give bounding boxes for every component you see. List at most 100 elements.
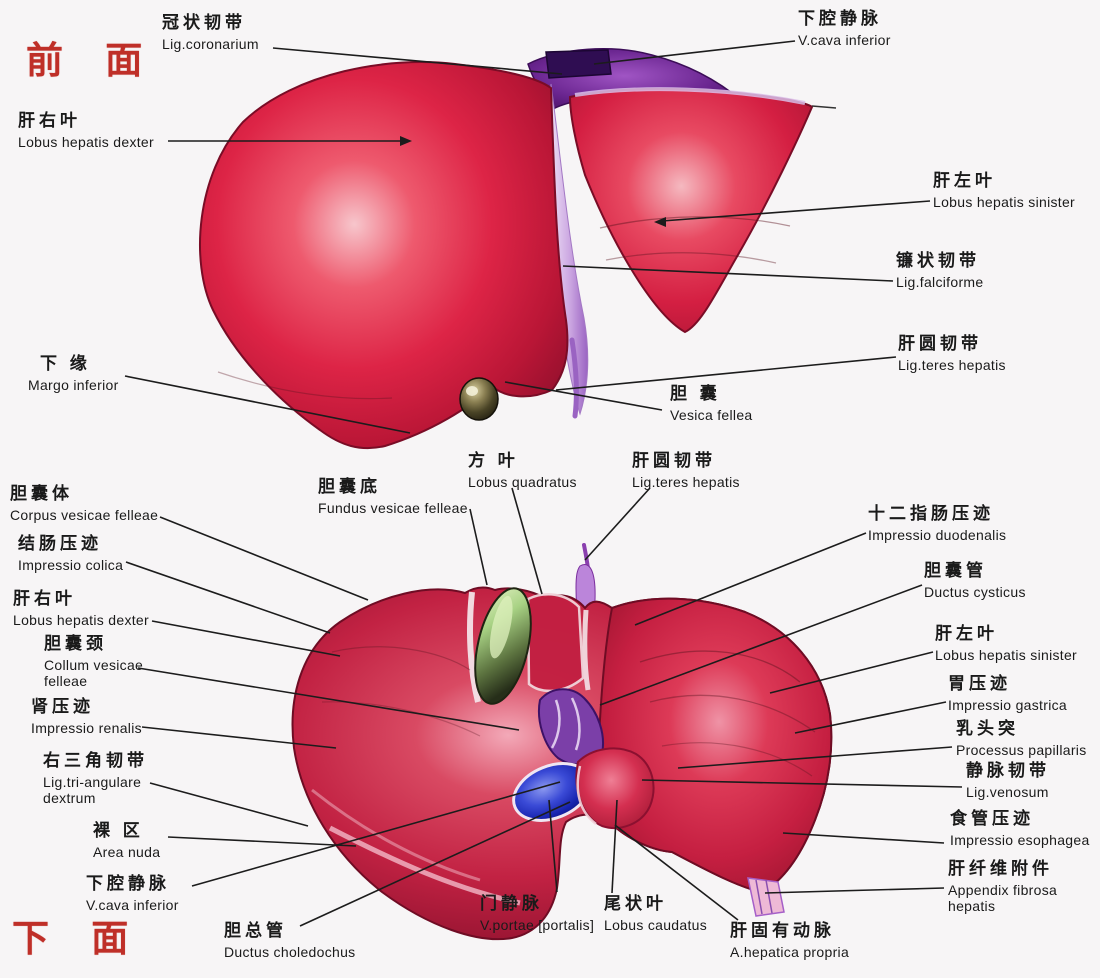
label-la: Lig.coronarium	[162, 35, 259, 52]
label-la: Impressio duodenalis	[868, 526, 1007, 543]
gallbladder-highlight	[466, 386, 478, 396]
label-la: Lobus hepatis dexter	[18, 133, 154, 150]
leader-lig-coronarium	[272, 47, 563, 75]
leader-v-cava-inferior-view	[191, 781, 561, 887]
label-lobus-quadratus: 方 叶 Lobus quadratus	[468, 451, 577, 490]
leader-v-cava-anterior	[593, 40, 796, 65]
label-corpus-vesicae: 胆囊体 Corpus vesicae felleae	[10, 484, 158, 523]
label-impressio-gastrica: 胃压迹 Impressio gastrica	[948, 674, 1067, 713]
sketch-line	[599, 216, 791, 229]
anterior-left-lobe-shape	[568, 87, 814, 334]
margin-streak	[311, 788, 481, 882]
label-zh: 肝右叶	[18, 111, 81, 130]
label-zh: 下腔静脉	[798, 9, 882, 28]
label-la: Area nuda	[93, 843, 161, 860]
label-zh: 肾压迹	[31, 697, 94, 716]
label-la: Lig.tri-angulare dextrum	[43, 773, 142, 806]
label-la: Impressio esophagea	[950, 831, 1090, 848]
leader-collum-vesicae	[137, 667, 520, 731]
label-processus-papillaris: 乳头突 Processus papillaris	[956, 719, 1087, 758]
label-la: Impressio renalis	[31, 719, 142, 736]
label-la: Lobus quadratus	[468, 473, 577, 490]
label-la: Lobus hepatis sinister	[935, 646, 1078, 663]
label-zh: 肝固有动脉	[730, 921, 835, 940]
label-zh: 肝圆韧带	[898, 334, 982, 353]
left-lobe-tip-whisker	[811, 105, 837, 109]
leader-lig-venosum	[641, 779, 963, 788]
leader-area-nuda	[167, 836, 357, 847]
label-fundus-vesicae: 胆囊底 Fundus vesicae felleae	[318, 477, 468, 516]
label-zh: 肝纤维附件	[948, 859, 1053, 878]
sketch-line	[331, 646, 471, 671]
label-la: Lobus hepatis sinister	[933, 193, 1076, 210]
label-lig-triangulare: 右三角韧带 Lig.tri-angulare dextrum	[43, 751, 148, 806]
label-zh: 尾状叶	[604, 894, 667, 913]
leader-v-portae	[548, 799, 558, 893]
label-impressio-duodenalis: 十二指肠压迹 Impressio duodenalis	[868, 504, 1006, 543]
label-zh: 肝左叶	[933, 171, 996, 190]
anterior-right-lobe-shape	[199, 61, 569, 450]
leader-corpus-vesicae	[159, 516, 369, 601]
leader-lig-triangulare	[149, 782, 309, 827]
caudate-rim	[576, 765, 597, 825]
label-zh: 胆囊体	[10, 484, 73, 503]
label-la: Lig.venosum	[966, 783, 1049, 800]
label-zh: 右三角韧带	[43, 751, 148, 770]
leader-lobus-caudatus	[611, 799, 618, 894]
leader-margo-inferior	[124, 375, 411, 434]
leader-ductus-cysticus	[599, 584, 923, 706]
label-lig-teres-inferior: 肝圆韧带 Lig.teres hepatis	[632, 451, 740, 490]
leader-lig-falciforme	[562, 265, 894, 282]
label-v-portae: 门静脉 V.portae [portalis]	[480, 894, 594, 933]
label-zh: 胆囊颈	[44, 634, 107, 653]
inferior-left-lobe-shape	[596, 597, 833, 894]
label-zh: 胃压迹	[948, 674, 1011, 693]
label-lig-coronarium-anterior: 冠状韧带 Lig.coronarium	[162, 13, 259, 52]
ligamentum-teres-strand-top	[569, 337, 579, 419]
label-la: V.cava inferior	[86, 896, 179, 913]
sketch-line	[649, 694, 816, 733]
label-zh: 胆囊管	[924, 561, 987, 580]
label-la: Lobus caudatus	[604, 916, 708, 933]
leader-fundus-vesicae	[469, 508, 488, 586]
leader-lig-teres-inferior	[584, 487, 651, 561]
label-zh: 胆囊底	[318, 477, 381, 496]
label-v-cava-anterior: 下腔静脉 V.cava inferior	[798, 9, 891, 48]
leader-lobus-dexter-inferior	[151, 620, 341, 657]
label-la: Lig.falciforme	[896, 273, 984, 290]
leader-lig-teres-anterior	[555, 356, 897, 391]
label-zh: 裸 区	[93, 821, 144, 840]
label-la: Lig.teres hepatis	[632, 473, 740, 490]
sketch-line	[217, 371, 393, 400]
label-lobus-dexter-inferior: 肝右叶 Lobus hepatis dexter	[13, 589, 149, 628]
leader-impressio-duodenalis	[634, 532, 867, 626]
label-zh: 肝左叶	[935, 624, 998, 643]
label-lig-falciforme: 镰状韧带 Lig.falciforme	[896, 251, 983, 290]
gallbladder-inferior-highlight	[489, 595, 513, 659]
label-la: Impressio gastrica	[948, 696, 1067, 713]
label-zh: 下 缘	[40, 354, 91, 373]
leader-processus-papillaris	[677, 746, 953, 769]
label-appendix-fibrosa: 肝纤维附件 Appendix fibrosa hepatis	[948, 859, 1057, 914]
label-zh: 静脉韧带	[966, 761, 1050, 780]
label-zh: 胆 囊	[670, 384, 721, 403]
label-zh: 结肠压迹	[18, 534, 102, 553]
leader-ductus-choledochus	[299, 801, 571, 927]
label-ductus-choledochus: 胆总管 Ductus choledochus	[224, 921, 355, 960]
leader-vesica-fellea	[504, 381, 663, 411]
label-la: V.portae [portalis]	[480, 916, 595, 933]
label-lobus-caudatus: 尾状叶 Lobus caudatus	[604, 894, 707, 933]
leader-lobus-sinister-anterior	[661, 200, 931, 222]
inferior-liver-illustration	[291, 543, 833, 941]
label-zh: 门静脉	[480, 894, 543, 913]
label-zh: 方 叶	[468, 451, 519, 470]
label-zh: 镰状韧带	[896, 251, 980, 270]
label-zh: 肝圆韧带	[632, 451, 716, 470]
leader-impressio-gastrica	[794, 701, 947, 734]
label-zh: 胆总管	[224, 921, 287, 940]
label-zh: 下腔静脉	[86, 874, 170, 893]
fissure-gap	[582, 609, 591, 691]
leader-lobus-quadratus	[511, 487, 543, 595]
gallbladder-fossa-gap	[467, 591, 481, 703]
